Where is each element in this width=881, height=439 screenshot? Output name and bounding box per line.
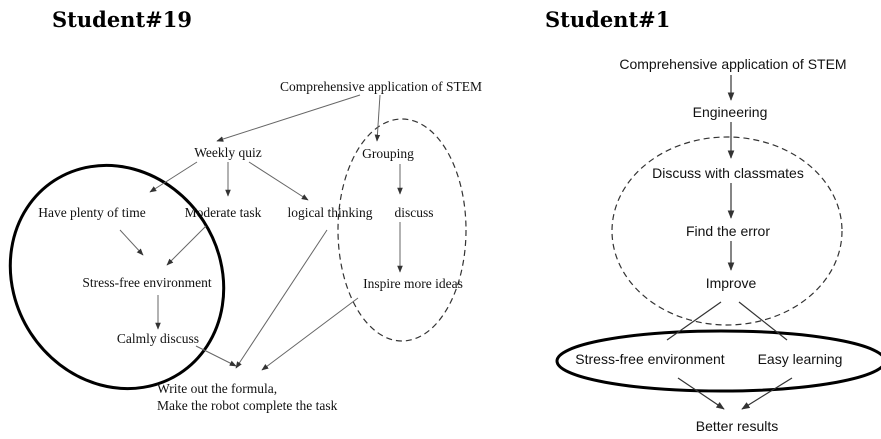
outcome-cluster-ellipse — [555, 329, 881, 393]
node-formula-line1: Write out the formula, — [157, 381, 277, 396]
student-19-diagram: Student#19 Comprehensive application of … — [8, 7, 482, 413]
edge-moderate-task-to-stress-free — [166, 225, 207, 266]
student-1-diagram: Student#1 Comprehensive application of S… — [545, 7, 881, 434]
node-engineering: Engineering — [693, 104, 768, 120]
node-discuss-classmates: Discuss with classmates — [652, 165, 804, 181]
node-grouping: Grouping — [362, 146, 414, 161]
edge-easy-learning-to-results — [741, 377, 793, 410]
node-stem-right: Comprehensive application of STEM — [619, 56, 846, 72]
edge-quiz-to-plenty-time — [149, 161, 198, 193]
node-logical-thinking: logical thinking — [287, 205, 372, 220]
edge-improve-to-easy-learning — [738, 301, 788, 341]
node-moderate-task: Moderate task — [185, 205, 262, 220]
node-weekly-quiz: Weekly quiz — [194, 145, 262, 160]
edge-inspire-to-formula — [261, 297, 359, 371]
node-plenty-time: Have plenty of time — [38, 205, 146, 220]
edge-improve-to-stress-free — [666, 301, 722, 341]
edge-stem-to-grouping — [374, 94, 381, 142]
grouping-cluster-ellipse — [337, 118, 467, 342]
node-calmly-discuss: Calmly discuss — [117, 331, 199, 346]
edge-plenty-time-to-stress-free — [119, 229, 144, 256]
stress-free-cluster-ellipse — [8, 163, 226, 391]
student-1-title: Student#1 — [545, 7, 670, 32]
edge-stem-to-weekly-quiz — [216, 94, 361, 142]
edge-stress-free-to-results — [677, 377, 725, 410]
node-easy-learning: Easy learning — [758, 351, 843, 367]
discussion-cluster-ellipse — [611, 136, 843, 326]
node-inspire: Inspire more ideas — [363, 276, 463, 291]
student-19-title: Student#19 — [52, 7, 192, 32]
node-formula-line2: Make the robot complete the task — [157, 398, 338, 413]
edge-quiz-to-logical-thinking — [248, 161, 309, 201]
node-discuss: discuss — [394, 205, 433, 220]
edge-calmly-to-formula — [195, 345, 237, 367]
node-find-error: Find the error — [686, 223, 770, 239]
node-stress-free: Stress-free environment — [82, 275, 212, 290]
node-improve: Improve — [706, 275, 757, 291]
node-stem: Comprehensive application of STEM — [280, 79, 482, 94]
node-better-results: Better results — [696, 418, 778, 434]
edge-logical-to-formula — [235, 229, 328, 369]
node-stress-free-right: Stress-free environment — [575, 351, 725, 367]
